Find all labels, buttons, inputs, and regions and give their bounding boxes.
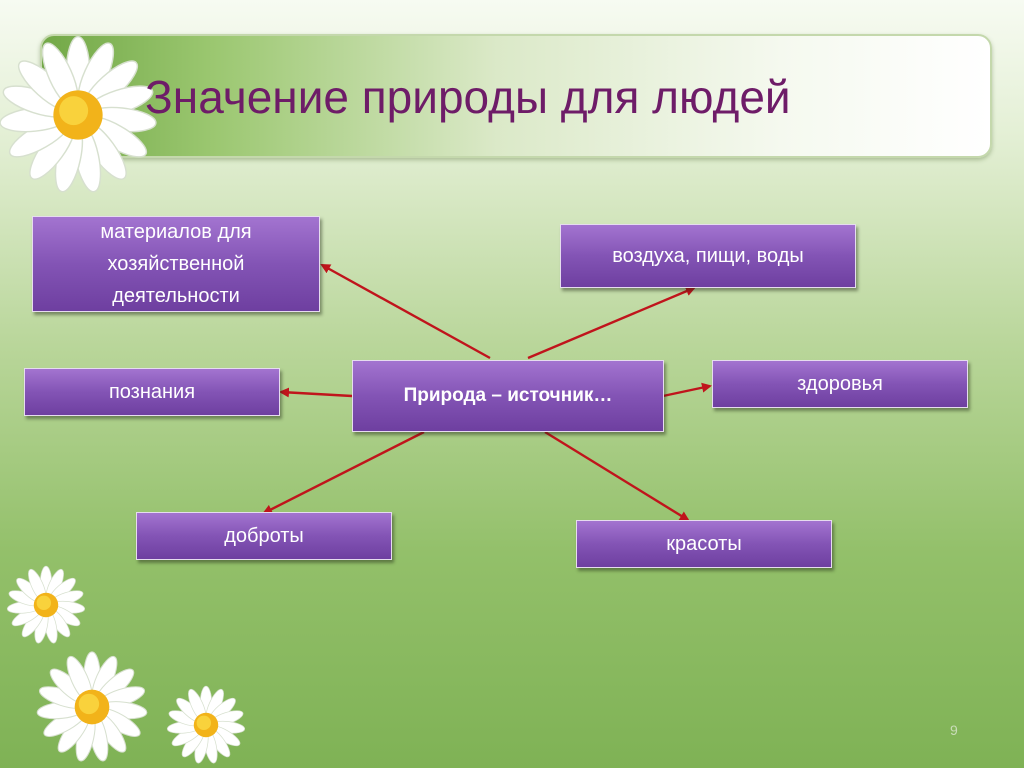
node-materials: материалов для хозяйственной деятельност…	[32, 216, 320, 312]
slide-title: Значение природы для людей	[145, 71, 791, 123]
arrow-to-kindness	[262, 430, 425, 515]
arrow-to-beauty	[544, 430, 690, 522]
node-center-label: Природа – источник…	[403, 385, 613, 406]
node-air-food-water: воздуха, пищи, воды	[560, 224, 856, 288]
node-cognition-label: познания	[108, 381, 196, 403]
arrow-to-materials	[320, 263, 491, 360]
node-kindness-label: доброты	[224, 525, 304, 547]
arrow-to-cognition	[279, 387, 353, 398]
arrow-to-health	[662, 382, 712, 398]
node-health-label: здоровья	[797, 373, 883, 395]
title-banner	[40, 34, 992, 158]
node-center: Природа – источник…	[352, 360, 664, 432]
node-beauty-label: красоты	[666, 533, 742, 555]
node-materials-label: материалов для хозяйственной деятельност…	[100, 221, 252, 307]
node-cognition: познания	[24, 368, 280, 416]
node-beauty: красоты	[576, 520, 832, 568]
node-health: здоровья	[712, 360, 968, 408]
node-air-food-water-label: воздуха, пищи, воды	[612, 245, 804, 267]
node-kindness: доброты	[136, 512, 392, 560]
arrow-to-air-food-water	[527, 286, 696, 360]
page-number: 9	[950, 722, 958, 738]
